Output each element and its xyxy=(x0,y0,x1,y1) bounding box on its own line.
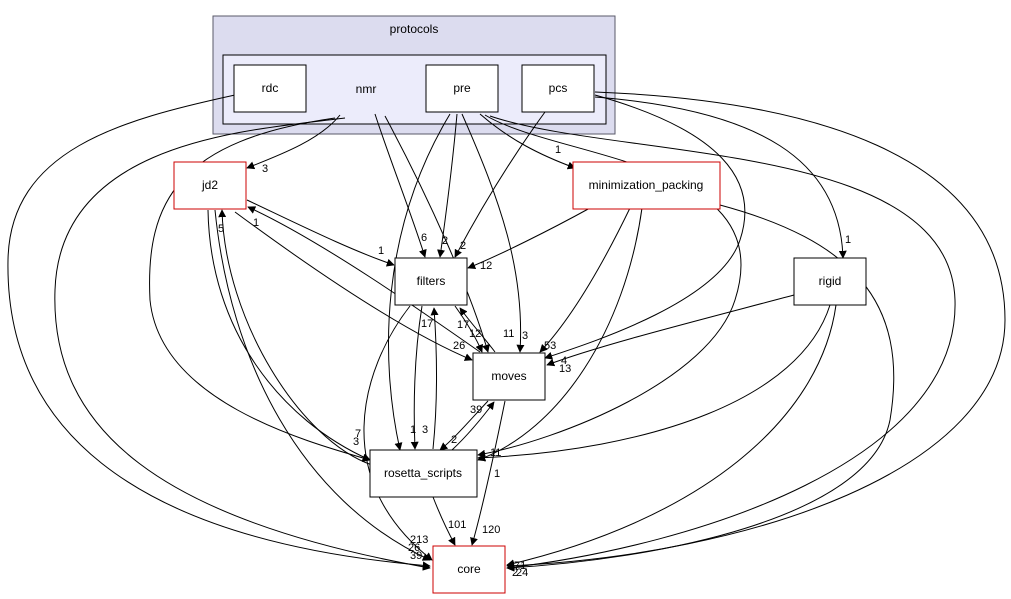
edge-label-jd2-rs-a: 7 xyxy=(355,428,361,440)
node-jd2[interactable]: jd2 xyxy=(173,161,247,210)
node-rosetta-scripts-label: rosetta_scripts xyxy=(384,466,462,480)
edge-minpack-core xyxy=(506,204,895,572)
edge-label-core-left-b: 26 xyxy=(408,542,420,554)
edge-moves-rs xyxy=(439,400,489,451)
edge-moves-filters xyxy=(459,307,496,353)
edge-nmr-core xyxy=(54,117,431,571)
edge-label-jd2-core: 5 xyxy=(218,223,224,235)
edge-label-jd2-back: 1 xyxy=(253,217,259,229)
edge-label-core-right-c: 2 xyxy=(512,567,518,579)
edge-label-jd2-filters: 1 xyxy=(378,245,384,257)
node-filters[interactable]: filters xyxy=(394,257,468,306)
edge-pre-rs-right xyxy=(477,114,742,458)
edge-label-minpack-filters: 12 xyxy=(480,260,492,272)
edge-rigid-rs xyxy=(477,304,831,462)
edge-pre-moves xyxy=(461,113,525,353)
edge-jd2-core xyxy=(214,209,431,561)
node-minimization-packing[interactable]: minimization_packing xyxy=(572,161,721,210)
cluster-protocols-label: protocols xyxy=(390,22,439,36)
edge-jd2-filters xyxy=(246,199,395,267)
edge-label-rs-back-a: 11 xyxy=(490,447,501,459)
cluster-nmr-label: nmr xyxy=(356,82,377,96)
edge-label-core-right-b: 24 xyxy=(516,567,528,579)
edge-label-jd2-rs-b: 3 xyxy=(353,436,359,448)
edge-pre-minpack xyxy=(479,113,576,170)
edge-label-core-left-c: 39 xyxy=(410,550,422,562)
edge-pcs-rigid xyxy=(594,96,847,259)
edge-label-core-left-a: 213 xyxy=(410,534,428,546)
edge-pcs-moves xyxy=(544,94,746,360)
edge-pre-filters xyxy=(437,113,458,258)
edge-rigid-moves xyxy=(546,294,795,367)
node-minimization-packing-label: minimization_packing xyxy=(589,178,704,192)
edge-label-rigid-moves-b: 13 xyxy=(559,363,571,375)
edge-label-nmr-moves: 11 xyxy=(503,328,514,340)
node-filters-label: filters xyxy=(417,274,446,288)
edge-moves-jd2 xyxy=(247,206,481,353)
edge-label-pre-minpack: 1 xyxy=(555,144,561,156)
edge-nmr-rs xyxy=(149,117,371,462)
edge-label-rs-core: 101 xyxy=(448,519,466,531)
node-rdc-label: rdc xyxy=(262,81,279,95)
edge-label-pcs-rigid: 1 xyxy=(845,234,851,246)
node-moves-label: moves xyxy=(491,369,526,383)
edge-label-filters-rs-a: 1 xyxy=(410,424,416,436)
edge-rs-moves xyxy=(451,401,495,451)
edge-label-jd2-moves: 26 xyxy=(453,340,465,352)
edge-label-filters-rs-b: 3 xyxy=(422,424,428,436)
edge-nmr-jd2 xyxy=(246,114,341,170)
edge-label-pre-moves: 3 xyxy=(522,330,528,342)
edge-jd2-rs xyxy=(207,209,371,461)
edge-label-rigid-moves-a: 4 xyxy=(561,355,567,367)
edge-pcs-filters xyxy=(454,111,546,258)
edge-label-nmr-jd2: 3 xyxy=(262,163,268,175)
edge-rs-jd2 xyxy=(218,209,373,466)
node-pre-label: pre xyxy=(453,81,471,95)
node-rigid-label: rigid xyxy=(819,274,842,288)
node-rdc[interactable]: rdc xyxy=(233,64,307,113)
edge-label-pre-filters: 2 xyxy=(442,235,448,247)
edge-rdc-core xyxy=(7,94,431,570)
node-rosetta-scripts[interactable]: rosetta_scripts xyxy=(369,449,478,498)
edge-label-pcs-filters: 2 xyxy=(460,240,466,252)
edge-label-pcs-moves: 53 xyxy=(544,340,556,352)
node-pre[interactable]: pre xyxy=(425,64,499,113)
edge-filters-core xyxy=(363,305,433,561)
node-pcs[interactable]: pcs xyxy=(521,64,595,113)
edge-jd2-moves xyxy=(234,211,473,361)
edge-pre-core xyxy=(489,115,956,572)
edge-label-core-right-a: 71 xyxy=(514,560,526,572)
edge-label-moves-rs: 2 xyxy=(451,434,457,446)
edge-label-rs-moves: 39 xyxy=(470,404,482,416)
node-core[interactable]: core xyxy=(432,545,506,594)
edge-minpack-moves xyxy=(539,207,631,353)
node-rigid[interactable]: rigid xyxy=(793,257,867,306)
edge-pcs-core xyxy=(506,91,1006,570)
edge-nmr-filters xyxy=(374,113,427,258)
edge-label-moves-core: 120 xyxy=(482,524,500,536)
edges xyxy=(7,91,1006,572)
edge-filters-rs xyxy=(410,305,423,450)
edge-rigid-core xyxy=(506,304,837,568)
node-core-label: core xyxy=(457,562,481,576)
edge-label-rs-back-b: 1 xyxy=(494,468,500,480)
edge-label-nmr-filters: 6 xyxy=(421,232,427,244)
edge-label-filters-moves-b: 12 xyxy=(469,328,481,340)
edge-nmr-moves xyxy=(384,115,490,353)
edge-minpack-rs xyxy=(477,207,643,462)
edge-moves-core xyxy=(470,400,506,546)
edge-minpack-filters xyxy=(467,207,591,269)
edge-label-filters-moves-a: 17 xyxy=(457,319,469,331)
node-jd2-label: jd2 xyxy=(201,178,218,192)
node-moves[interactable]: moves xyxy=(472,352,546,401)
edge-labels: 3 1 1 1 6 2 2 12 5 1 17 12 26 17 11 3 53… xyxy=(218,144,851,579)
edge-rs-core xyxy=(432,496,456,546)
edge-rs-filters xyxy=(430,307,439,450)
edge-label-filters-back: 17 xyxy=(421,318,433,330)
node-pcs-label: pcs xyxy=(549,81,568,95)
edge-filters-moves xyxy=(454,305,483,353)
